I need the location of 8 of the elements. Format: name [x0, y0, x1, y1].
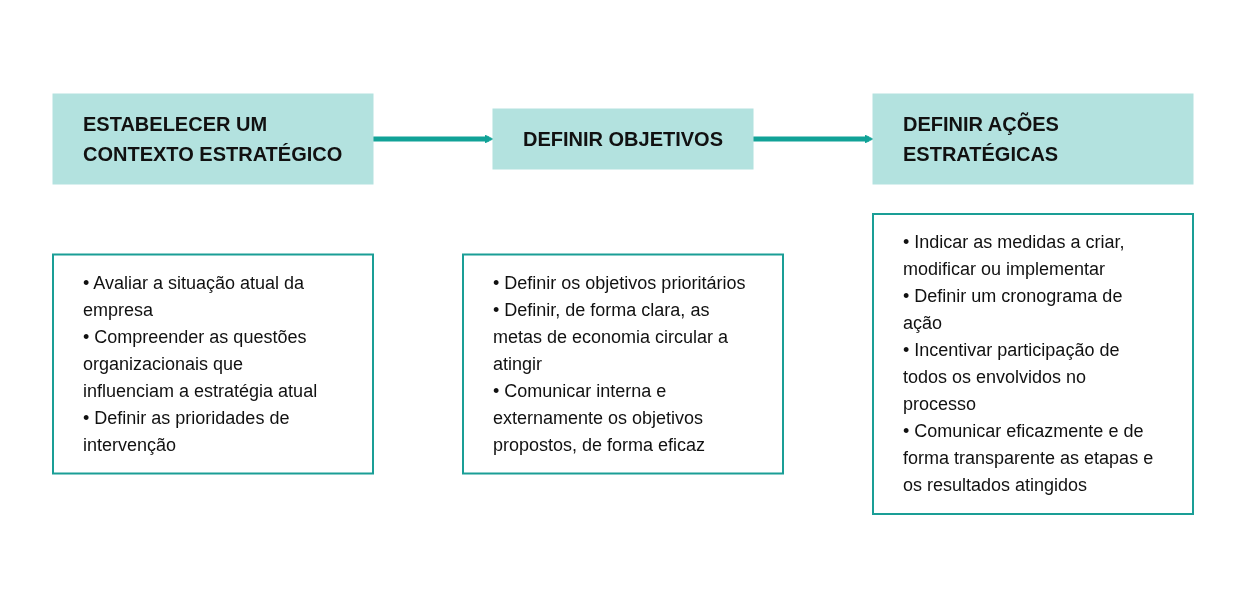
node-box: • Avaliar a situação atual da empresa • Compreender as questões organizacionais que influenciam a estratégia atual • Definir as prioridades de intervenção	[51, 253, 374, 474]
node-box: • Indicar as medidas a criar, modificar ou implementar • Definir um cronograma de ação • Incentivar participação de todos os envolvidos no processo • Comunicar eficazmente e de forma transparente as etapas e os resultados atingidos	[871, 212, 1194, 515]
node-box: ESTABELECER UM CONTEXTO ESTRATÉGICO	[52, 93, 373, 184]
node-box: • Definir os objetivos prioritários • Definir, de forma clara, as metas de economia circular a atingir • Comunicar interna e externamente os objetivos propostos, de forma eficaz	[461, 253, 784, 474]
arrow	[372, 134, 493, 143]
node-box: DEFINIR AÇÕES ESTRATÉGICAS	[872, 93, 1193, 184]
node-box: DEFINIR OBJETIVOS	[492, 108, 753, 169]
arrow	[752, 134, 873, 143]
